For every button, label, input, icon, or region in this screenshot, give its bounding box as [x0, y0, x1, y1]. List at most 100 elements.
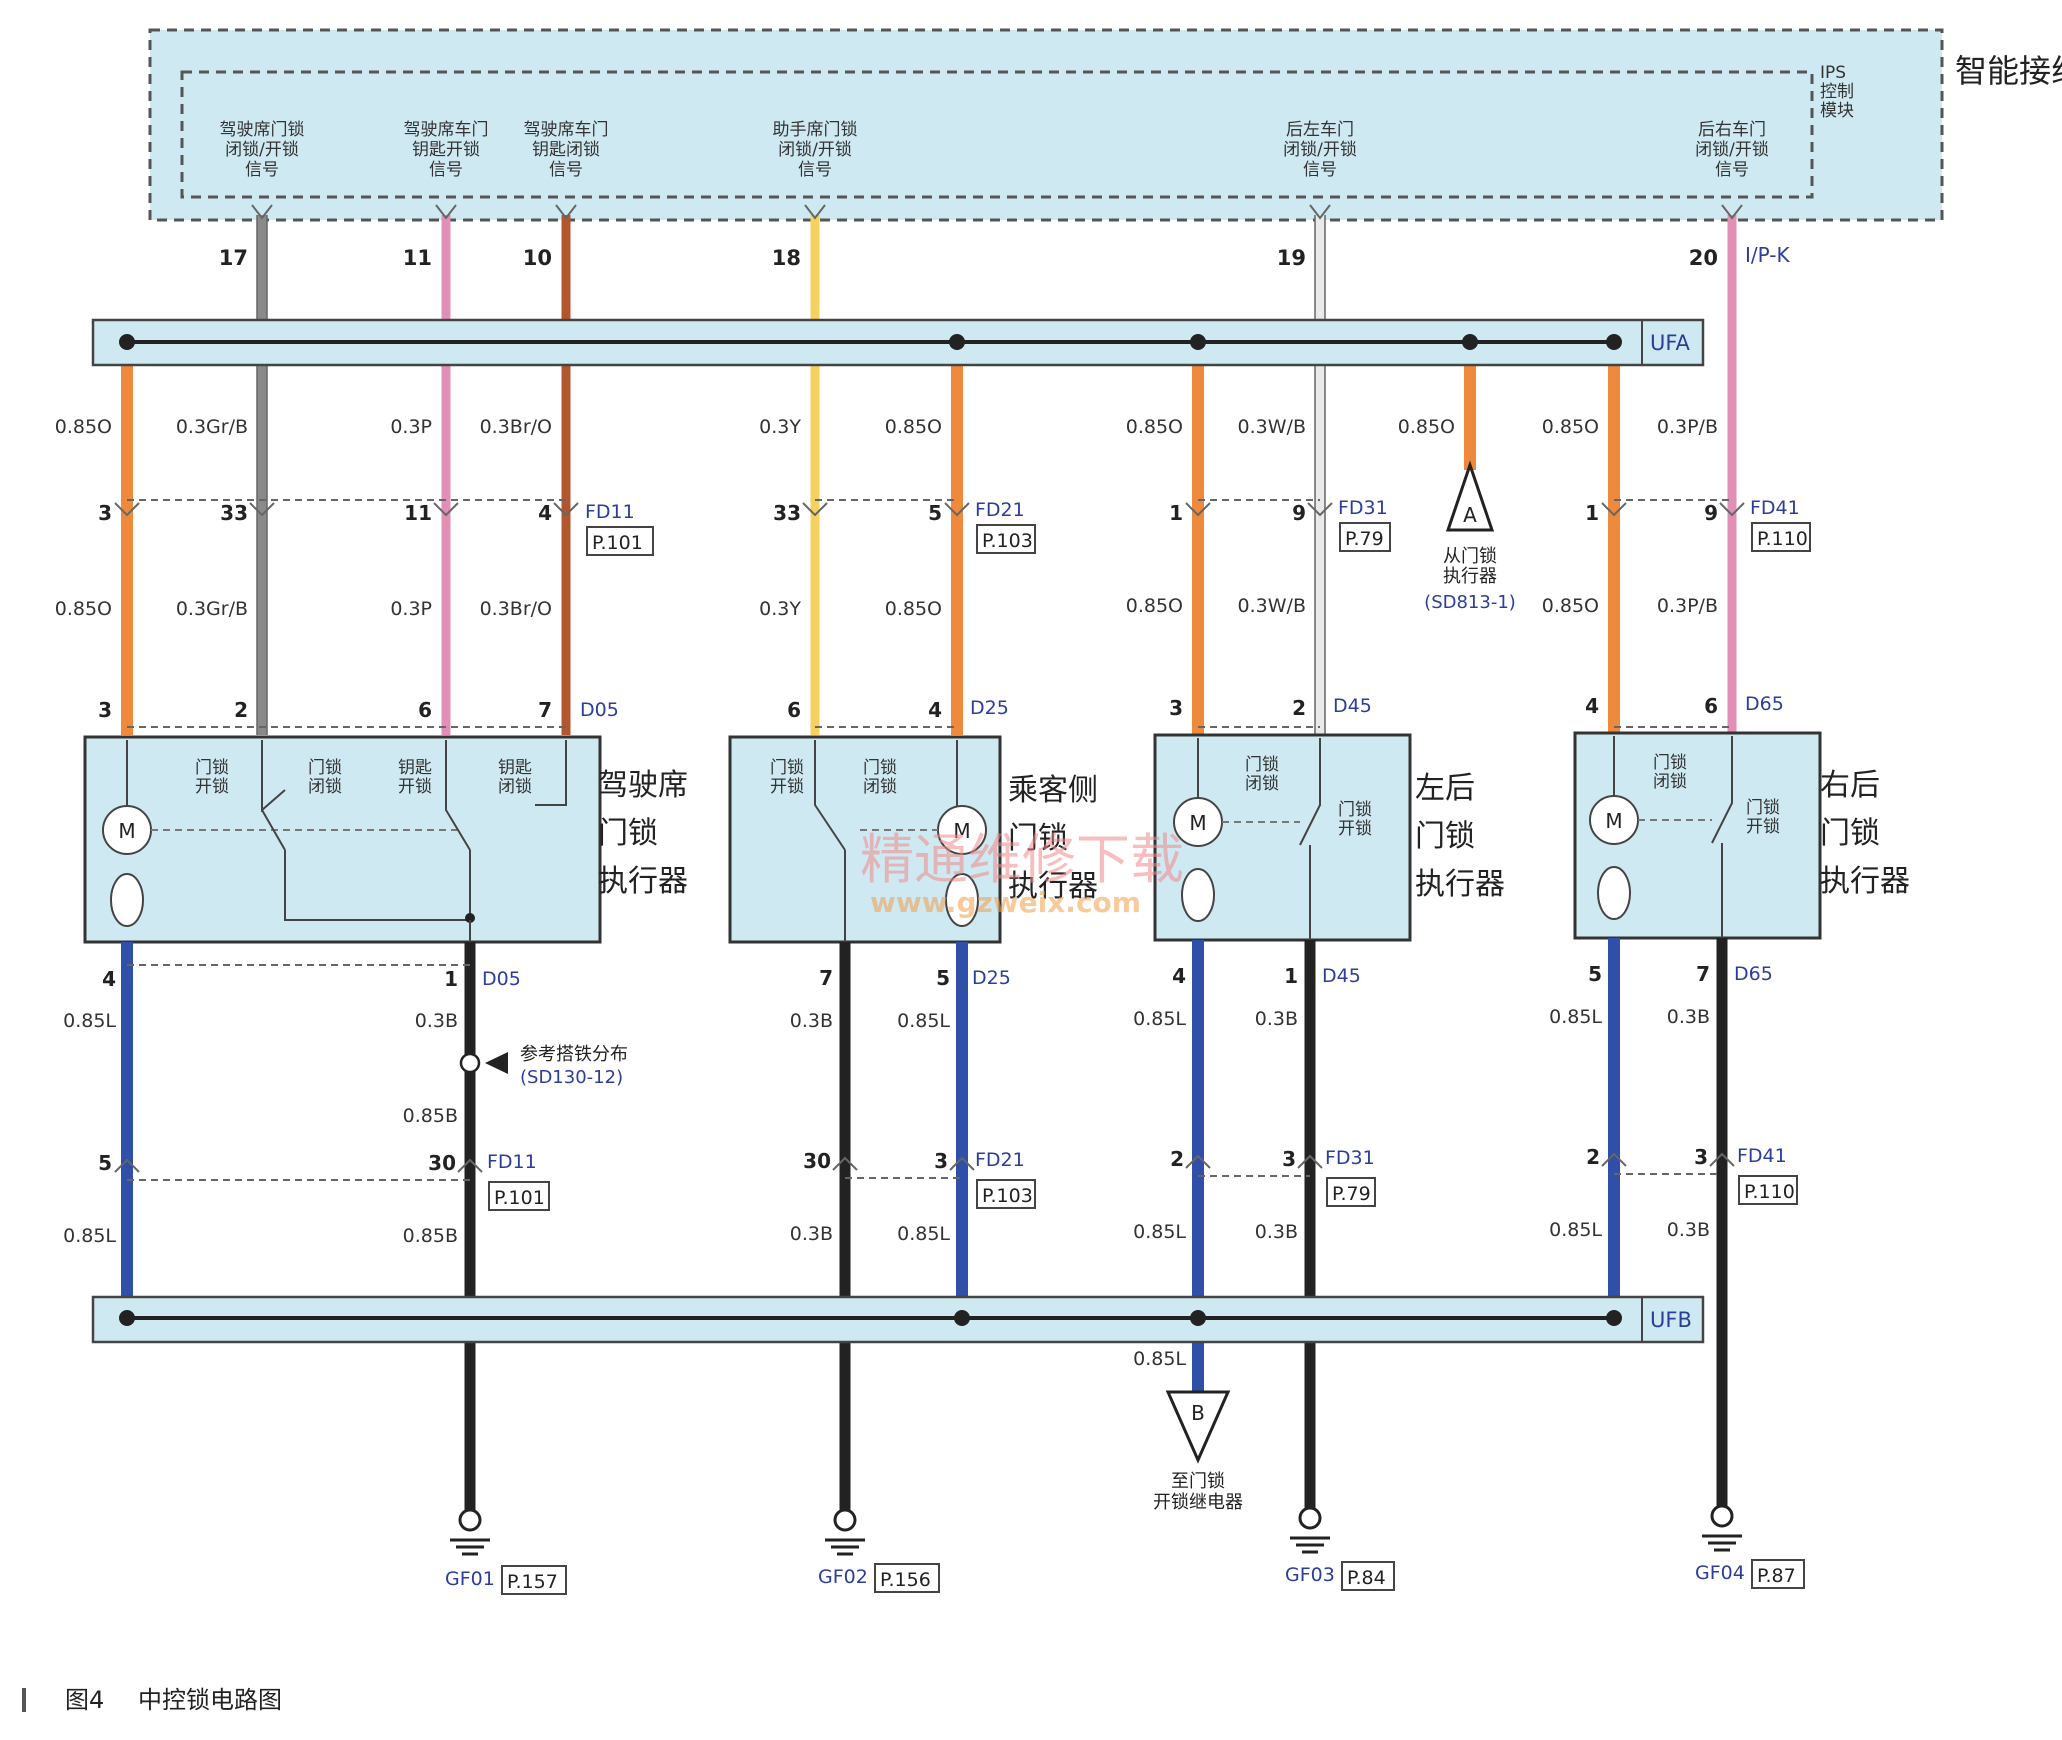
- svg-text:7: 7: [538, 698, 552, 722]
- svg-text:FD11: FD11: [585, 501, 635, 523]
- svg-text:D65: D65: [1745, 693, 1784, 715]
- inline-connector-refs-top: FD11 FD21 FD31 FD41: [585, 497, 1800, 523]
- svg-text:FD41: FD41: [1737, 1145, 1787, 1167]
- wire-labels-row1: 0.85O 0.3Gr/B 0.3P 0.3Br/O 0.3Y 0.85O 0.…: [55, 416, 1718, 438]
- wire-label-085b-1: 0.85B: [403, 1105, 458, 1127]
- signal-wires: [257, 215, 1737, 735]
- svg-text:P.79: P.79: [1345, 528, 1384, 550]
- svg-text:参考搭铁分布: 参考搭铁分布: [520, 1044, 628, 1065]
- svg-text:2: 2: [234, 698, 248, 722]
- svg-text:D25: D25: [972, 967, 1011, 989]
- svg-text:9: 9: [1292, 501, 1306, 525]
- svg-text:后左车门闭锁/开锁信号: 后左车门闭锁/开锁信号: [1283, 120, 1357, 180]
- svg-text:门锁闭锁: 门锁闭锁: [1653, 753, 1687, 792]
- svg-text:P.101: P.101: [494, 1187, 545, 1209]
- wire-labels-row4: 0.85L 0.85B 0.3B 0.85L 0.85L 0.3B 0.85L …: [63, 1219, 1710, 1247]
- svg-text:驾驶席门锁闭锁/开锁信号: 驾驶席门锁闭锁/开锁信号: [220, 120, 305, 180]
- actuator-rear-left: M 门锁闭锁 门锁开锁 左后门锁执行器: [1153, 733, 1505, 942]
- svg-text:0.85O: 0.85O: [1126, 595, 1183, 617]
- svg-text:0.85O: 0.85O: [1398, 416, 1455, 438]
- svg-text:驾驶席车门钥匙闭锁信号: 驾驶席车门钥匙闭锁信号: [524, 120, 609, 180]
- svg-text:门锁闭锁: 门锁闭锁: [1245, 755, 1279, 794]
- svg-text:17: 17: [219, 246, 248, 270]
- ground-gf04: GF04 P.87: [1695, 1504, 1805, 1589]
- svg-text:P.110: P.110: [1757, 528, 1808, 550]
- wire-labels-row2: 0.85O 0.3Gr/B 0.3P 0.3Br/O 0.3Y 0.85O 0.…: [55, 595, 1718, 620]
- actuator-rear-right: M 门锁闭锁 门锁开锁 右后门锁执行器: [1573, 731, 1910, 940]
- actuator-connector-refs-bottom: D05 D25 D45 D65: [482, 963, 1773, 990]
- svg-text:中控锁电路图: 中控锁电路图: [138, 1686, 282, 1714]
- svg-text:精通维修下载: 精通维修下载: [860, 828, 1184, 891]
- svg-text:5: 5: [98, 1151, 112, 1175]
- svg-text:FD31: FD31: [1338, 497, 1388, 519]
- svg-text:D45: D45: [1333, 695, 1372, 717]
- ufa-label: UFA: [1650, 331, 1691, 355]
- svg-text:(SD813-1): (SD813-1): [1424, 592, 1516, 613]
- svg-text:7: 7: [1696, 962, 1710, 986]
- svg-text:11: 11: [404, 501, 432, 525]
- ips-inner-box: [180, 70, 1814, 199]
- svg-text:D05: D05: [580, 699, 619, 721]
- svg-text:D45: D45: [1322, 965, 1361, 987]
- svg-text:33: 33: [220, 501, 248, 525]
- svg-text:D05: D05: [482, 968, 521, 990]
- svg-text:门锁开锁: 门锁开锁: [1338, 800, 1372, 839]
- svg-text:20: 20: [1689, 246, 1718, 270]
- svg-text:1: 1: [1169, 501, 1183, 525]
- svg-text:0.85L: 0.85L: [1549, 1006, 1602, 1028]
- actuator-pin-numbers-bottom: 4 1 7 5 4 1 5 7: [102, 962, 1710, 991]
- svg-text:助手席门锁闭锁/开锁信号: 助手席门锁闭锁/开锁信号: [773, 120, 858, 180]
- svg-text:18: 18: [772, 246, 801, 270]
- ips-signal-labels: 驾驶席门锁闭锁/开锁信号 驾驶席车门钥匙开锁信号 驾驶席车门钥匙闭锁信号 助手席…: [220, 120, 1769, 180]
- svg-text:0.85O: 0.85O: [1542, 595, 1599, 617]
- svg-text:1: 1: [444, 967, 458, 991]
- svg-text:M: M: [118, 819, 135, 843]
- svg-text:3: 3: [934, 1149, 948, 1173]
- ground-gf03: GF03 P.84: [1285, 1506, 1395, 1591]
- svg-text:GF03: GF03: [1285, 1564, 1335, 1586]
- svg-text:2: 2: [1170, 1147, 1184, 1171]
- svg-text:钥匙闭锁: 钥匙闭锁: [498, 758, 532, 797]
- svg-text:6: 6: [1704, 694, 1718, 718]
- svg-text:0.3P: 0.3P: [390, 416, 432, 438]
- svg-text:3: 3: [1694, 1145, 1708, 1169]
- svg-text:门锁闭锁: 门锁闭锁: [308, 758, 342, 797]
- svg-text:P.87: P.87: [1757, 1565, 1796, 1587]
- ref-b-triangle: B 至门锁开锁继电器: [1153, 1390, 1243, 1513]
- svg-text:0.3Br/O: 0.3Br/O: [480, 416, 552, 438]
- svg-text:0.3B: 0.3B: [1667, 1006, 1710, 1028]
- svg-text:4: 4: [538, 501, 552, 525]
- ref-a-triangle: A 从门锁执行器 (SD813-1): [1424, 460, 1516, 613]
- svg-text:5: 5: [928, 501, 942, 525]
- svg-text:(SD130-12): (SD130-12): [520, 1067, 623, 1088]
- svg-text:驾驶席门锁执行器: 驾驶席门锁执行器: [598, 768, 688, 899]
- svg-text:0.3P/B: 0.3P/B: [1657, 595, 1718, 617]
- svg-text:0.85L: 0.85L: [1549, 1219, 1602, 1241]
- svg-text:0.3P: 0.3P: [390, 598, 432, 620]
- svg-text:FD41: FD41: [1750, 497, 1800, 519]
- svg-text:4: 4: [928, 698, 942, 722]
- svg-text:1: 1: [1284, 964, 1298, 988]
- figure-caption: 图4 中控锁电路图: [22, 1686, 282, 1714]
- svg-text:0.3Br/O: 0.3Br/O: [480, 598, 552, 620]
- svg-text:0.3Y: 0.3Y: [759, 598, 801, 620]
- svg-text:3: 3: [98, 501, 112, 525]
- svg-text:1: 1: [1585, 501, 1599, 525]
- svg-text:0.85L: 0.85L: [897, 1010, 950, 1032]
- svg-text:3: 3: [98, 698, 112, 722]
- inline-connector-refs-bottom: FD11 FD21 FD31 FD41: [487, 1145, 1787, 1173]
- ips-outer-box: [148, 28, 1944, 222]
- svg-text:0.85O: 0.85O: [885, 598, 942, 620]
- svg-text:0.85L: 0.85L: [1133, 1221, 1186, 1243]
- svg-text:M: M: [1189, 811, 1206, 835]
- svg-text:0.85O: 0.85O: [885, 416, 942, 438]
- svg-text:5: 5: [1588, 962, 1602, 986]
- ips-pin-numbers: 17 11 10 18 19 20: [219, 246, 1718, 270]
- svg-text:右后门锁执行器: 右后门锁执行器: [1820, 768, 1910, 899]
- svg-text:0.85B: 0.85B: [403, 1225, 458, 1247]
- svg-text:0.85L: 0.85L: [897, 1223, 950, 1245]
- svg-text:P.103: P.103: [982, 530, 1033, 552]
- svg-text:0.3Y: 0.3Y: [759, 416, 801, 438]
- svg-text:P.110: P.110: [1744, 1181, 1795, 1203]
